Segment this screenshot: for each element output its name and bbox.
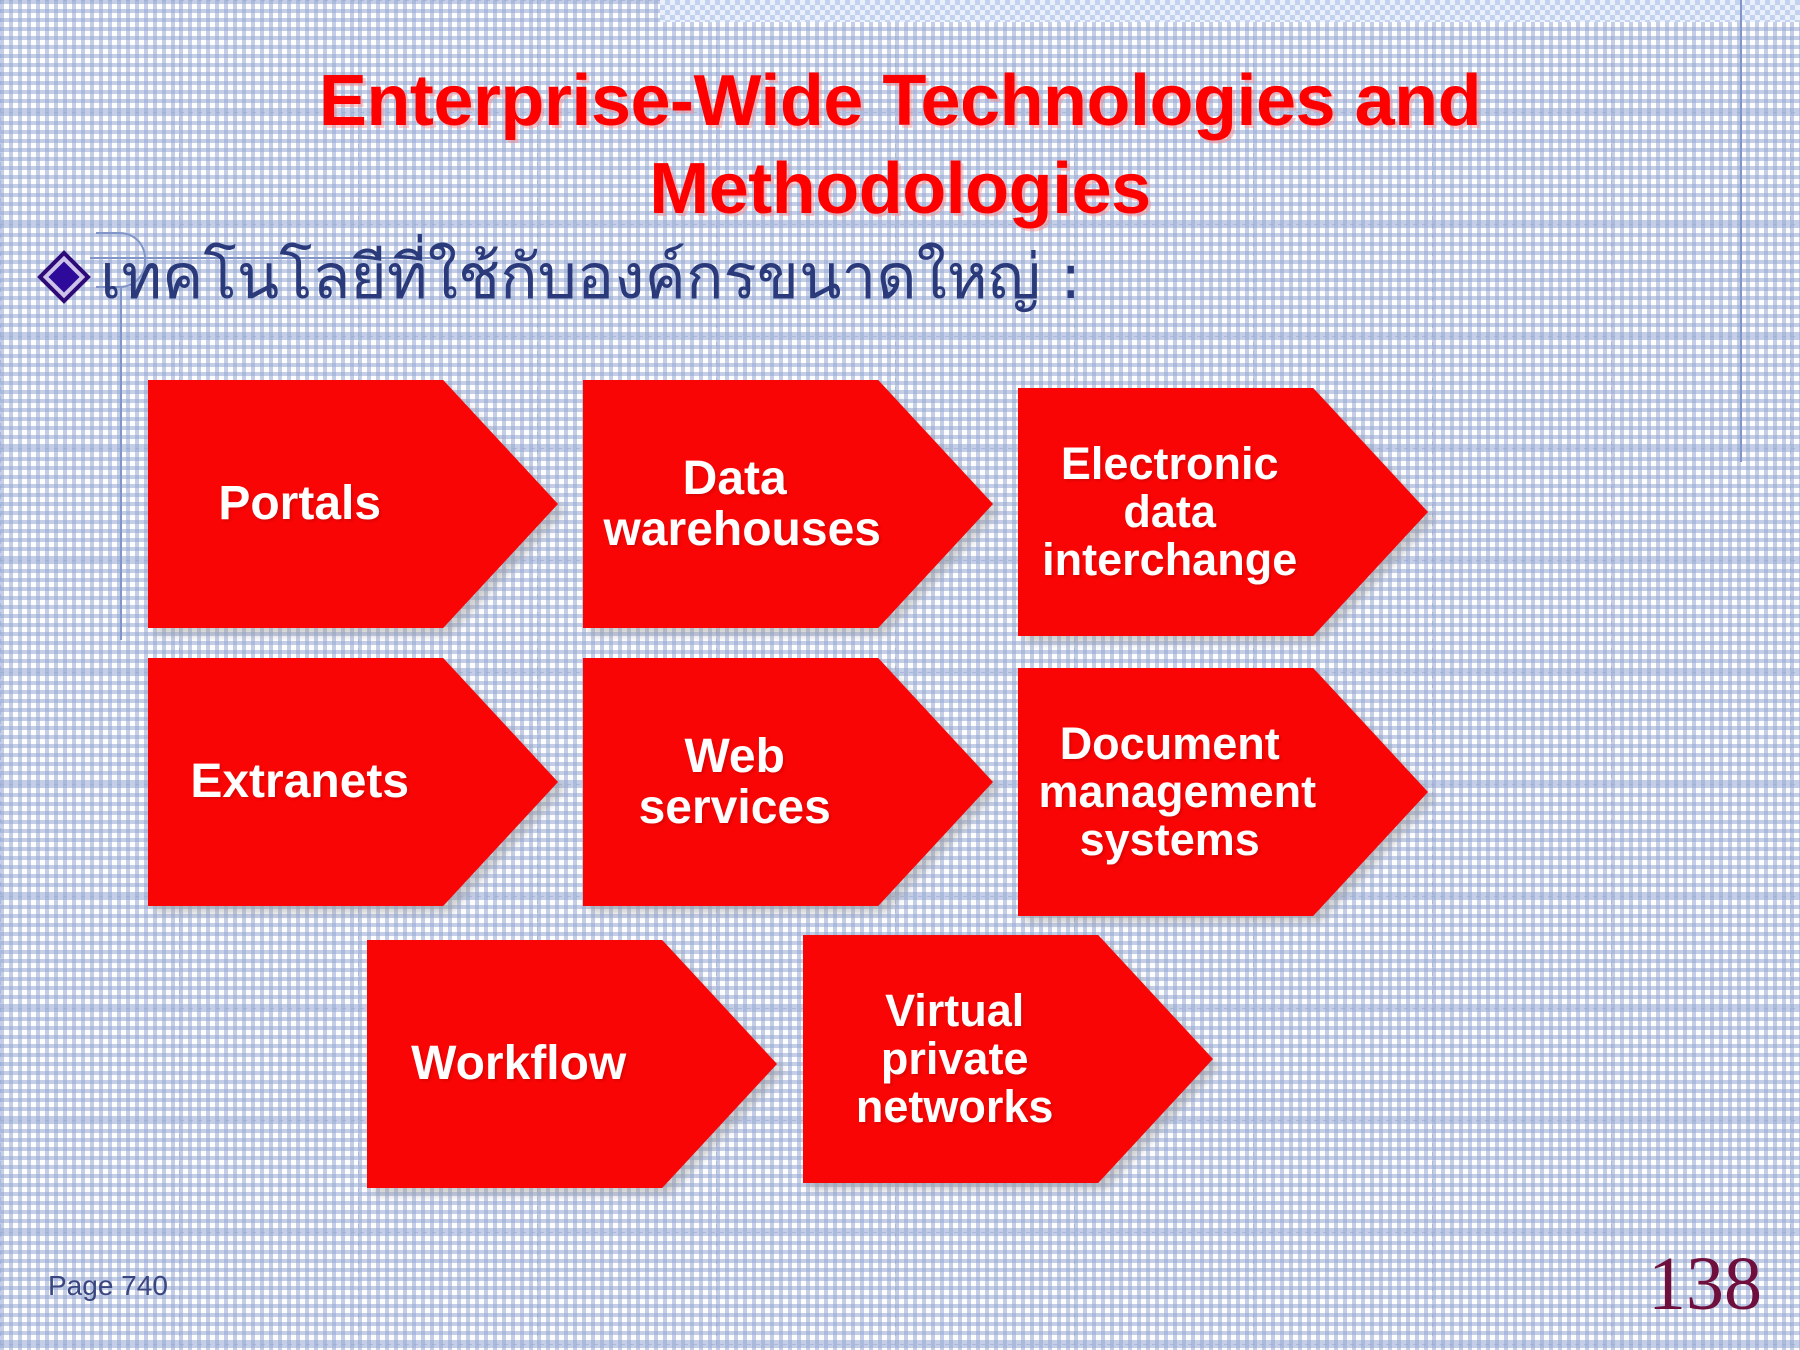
arrow-label: Portals — [218, 477, 382, 531]
grid-row-line — [0, 224, 1800, 225]
grid-row-line — [0, 112, 1800, 113]
arrow-label: Virtual private networks — [855, 984, 1054, 1133]
subtitle-row: เทคโนโลยีที่ใช้กับองค์กรขนาดใหญ่ : — [36, 246, 1081, 308]
slide-number: 138 — [1648, 1242, 1762, 1326]
grid-row-line — [0, 896, 1800, 897]
arrow-label: Extranets — [190, 755, 410, 809]
page-reference-note: Page 740 — [48, 1270, 168, 1301]
right-vertical-rule — [1740, 0, 1742, 462]
process-arrow[interactable]: Portals — [148, 380, 558, 628]
arrow-label: Workflow — [411, 1037, 627, 1091]
arrow-label: Document management systems — [1038, 717, 1317, 866]
grid-column-line — [537, 0, 538, 1350]
grid-column-line — [1432, 0, 1433, 1350]
process-arrow[interactable]: Document management systems — [1018, 668, 1428, 916]
arrow-label: Web services — [638, 729, 831, 834]
grid-row-line — [0, 1344, 1800, 1345]
process-arrow[interactable]: Workflow — [367, 940, 777, 1188]
process-arrow[interactable]: Data warehouses — [583, 380, 993, 628]
slide-title: Enterprise-Wide Technologies and Methodo… — [318, 61, 1482, 229]
process-arrow[interactable]: Extranets — [148, 658, 558, 906]
top-checkered-band — [660, 0, 1800, 22]
left-vertical-rule — [120, 288, 122, 640]
grid-column-line — [0, 0, 1, 1350]
grid-column-line — [1611, 0, 1612, 1350]
grid-row-line — [0, 336, 1800, 337]
arrow-label: Electronic data interchange — [1042, 437, 1298, 586]
subtitle-thai-text: เทคโนโลยีที่ใช้กับองค์กรขนาดใหญ่ : — [100, 240, 1082, 313]
semicircle-arc-icon — [96, 232, 146, 288]
process-arrow[interactable]: Virtual private networks — [803, 935, 1213, 1183]
grid-column-line — [895, 0, 896, 1350]
diamond-bullet-icon — [36, 249, 92, 305]
process-arrow[interactable]: Electronic data interchange — [1018, 388, 1428, 636]
left-horizontal-rule — [90, 257, 442, 259]
grid-column-line — [1790, 0, 1791, 1350]
grid-row-line — [0, 672, 1800, 673]
grid-row-line — [0, 1232, 1800, 1233]
process-arrow[interactable]: Web services — [583, 658, 993, 906]
arrow-label: Data warehouses — [603, 451, 881, 556]
